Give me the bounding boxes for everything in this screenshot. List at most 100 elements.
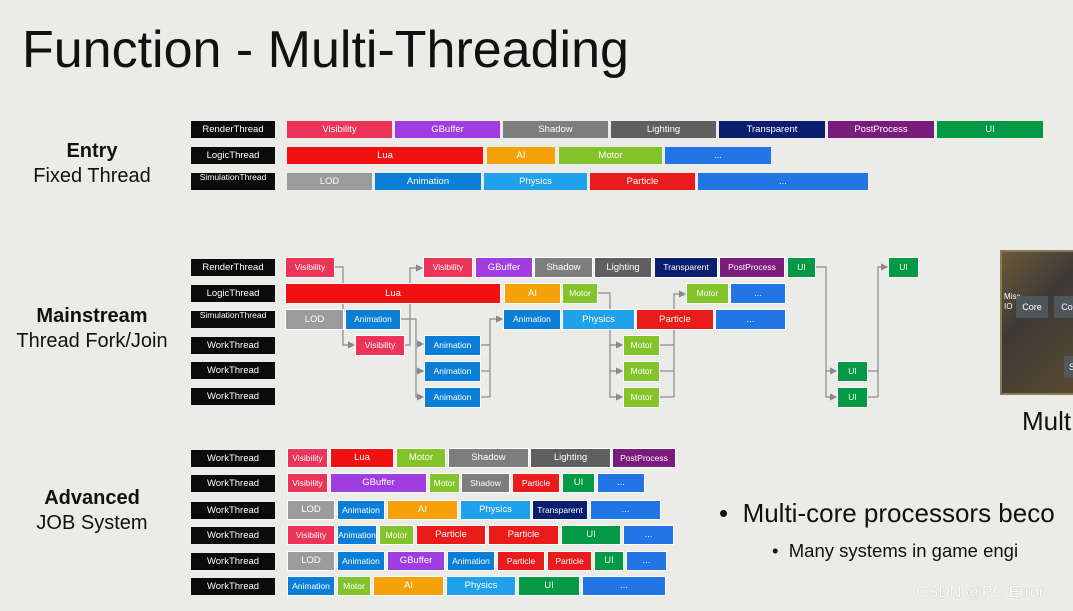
task-block: UI: [837, 361, 868, 382]
thread-label: RenderThread: [191, 121, 275, 138]
section-advanced: Advanced JOB System: [0, 486, 184, 536]
task-block: AI: [387, 500, 458, 520]
task-block: ...: [665, 147, 771, 164]
task-block: Motor: [623, 387, 660, 408]
thread-label: WorkThread: [191, 553, 275, 570]
task-block: GBuffer: [330, 473, 427, 493]
task-block: ...: [626, 551, 667, 571]
bullet-subitem: • Many systems in game engi: [772, 540, 1018, 562]
task-block: LOD: [285, 309, 344, 330]
task-block: ...: [730, 283, 786, 304]
task-block: Animation: [424, 335, 481, 356]
task-block: Motor: [396, 448, 446, 468]
task-block: LOD: [287, 500, 335, 520]
task-block: Animation: [424, 361, 481, 382]
watermark: CSDN @PC Error: [916, 584, 1045, 601]
task-block: Animation: [375, 173, 481, 190]
task-block: Animation: [337, 525, 377, 545]
section-entry: Entry Fixed Thread: [0, 139, 184, 189]
task-block: Shadow: [461, 473, 510, 493]
section-mainstream-heading: Mainstream: [36, 305, 148, 327]
thread-label: LogicThread: [191, 147, 275, 164]
task-block: Physics: [484, 173, 587, 190]
task-block: Particle: [547, 551, 592, 571]
task-block: ...: [582, 576, 666, 596]
task-block: PostProcess: [828, 121, 934, 138]
task-block: Animation: [503, 309, 561, 330]
task-block: Visibility: [287, 448, 328, 468]
task-block: Motor: [623, 361, 660, 382]
task-block: Particle: [636, 309, 714, 330]
thread-label: WorkThread: [191, 502, 275, 519]
cpu-die-image: Misc IO Core Co S: [1000, 250, 1073, 395]
task-block: AI: [373, 576, 444, 596]
task-block: PostProcess: [612, 448, 676, 468]
task-block: Particle: [497, 551, 545, 571]
task-block: AI: [504, 283, 561, 304]
section-mainstream-sub: Thread Fork/Join: [16, 330, 168, 352]
thread-label: SimulationThread: [191, 173, 275, 190]
task-block: ...: [597, 473, 645, 493]
task-block: UI: [594, 551, 624, 571]
task-block: Visibility: [423, 257, 473, 278]
thread-label: RenderThread: [191, 259, 275, 276]
task-block: UI: [837, 387, 868, 408]
task-block: UI: [518, 576, 580, 596]
task-block: Lua: [330, 448, 394, 468]
task-block: Animation: [424, 387, 481, 408]
task-block: Motor: [623, 335, 660, 356]
bullet-item: • Multi-core processors beco: [719, 498, 1055, 529]
task-block: Visibility: [287, 121, 392, 138]
task-block: ...: [715, 309, 786, 330]
chip-misc-label: Misc IO: [1004, 292, 1021, 311]
task-block: UI: [888, 257, 919, 278]
task-block: UI: [561, 525, 621, 545]
task-block: Animation: [337, 500, 385, 520]
task-block: Shadow: [534, 257, 593, 278]
thread-label: SimulationThread: [191, 311, 275, 328]
bullet-dot-icon: •: [719, 498, 729, 528]
task-block: Transparent: [654, 257, 718, 278]
section-entry-sub: Fixed Thread: [33, 165, 151, 187]
section-advanced-sub: JOB System: [36, 512, 148, 534]
task-block: Lua: [285, 283, 501, 304]
task-block: LOD: [287, 551, 335, 571]
task-block: Transparent: [719, 121, 825, 138]
task-block: Visibility: [287, 525, 335, 545]
bullet-text: Multi-core processors beco: [742, 498, 1055, 528]
chip-extra-label: S: [1064, 356, 1073, 378]
thread-label: LogicThread: [191, 285, 275, 302]
chip-core-label: Co: [1054, 296, 1073, 318]
task-block: Physics: [562, 309, 635, 330]
task-block: Physics: [460, 500, 531, 520]
task-block: Lighting: [530, 448, 611, 468]
task-block: Visibility: [285, 257, 335, 278]
task-block: ...: [623, 525, 674, 545]
slide-title: Function - Multi-Threading: [22, 21, 629, 79]
task-block: Animation: [337, 551, 385, 571]
task-block: ...: [698, 173, 868, 190]
thread-label: WorkThread: [191, 527, 275, 544]
task-block: GBuffer: [395, 121, 500, 138]
task-block: Particle: [416, 525, 486, 545]
task-block: Animation: [287, 576, 335, 596]
task-block: Animation: [345, 309, 401, 330]
task-block: Transparent: [532, 500, 588, 520]
thread-label: WorkThread: [191, 388, 275, 405]
thread-label: WorkThread: [191, 450, 275, 467]
task-block: Motor: [686, 283, 729, 304]
task-block: UI: [937, 121, 1043, 138]
task-block: Motor: [559, 147, 662, 164]
section-entry-heading: Entry: [66, 140, 118, 162]
thread-label: WorkThread: [191, 475, 275, 492]
task-block: Visibility: [355, 335, 405, 356]
task-block: Physics: [446, 576, 516, 596]
task-block: Visibility: [287, 473, 328, 493]
task-block: AI: [487, 147, 555, 164]
thread-label: WorkThread: [191, 337, 275, 354]
task-block: Particle: [488, 525, 559, 545]
multi-core-caption: Mult: [1022, 406, 1072, 436]
thread-label: WorkThread: [191, 362, 275, 379]
task-block: Motor: [562, 283, 598, 304]
